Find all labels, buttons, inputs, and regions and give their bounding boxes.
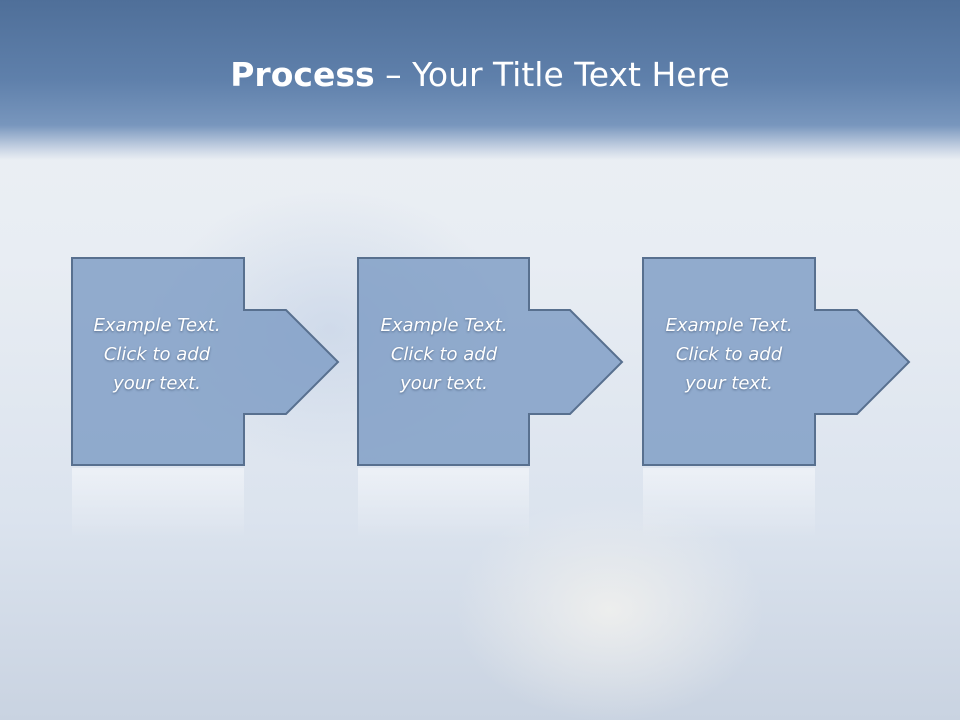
step-1-reflection — [72, 468, 244, 540]
step-3-line-3: your text. — [685, 373, 773, 394]
step-3-arrow-shape — [642, 257, 911, 466]
process-step-3[interactable] — [642, 257, 911, 540]
step-1-text[interactable]: Example Text. Click to add your text. — [72, 311, 242, 398]
slide-title[interactable]: Process – Your Title Text Here — [0, 54, 960, 96]
title-rest: – Your Title Text Here — [385, 55, 730, 94]
step-2-line-3: your text. — [400, 373, 488, 394]
title-band — [0, 0, 960, 160]
title-bold: Process — [230, 55, 375, 94]
step-2-reflection — [358, 468, 529, 540]
step-1-arrow-shape — [71, 257, 340, 466]
step-3-reflection — [643, 468, 815, 540]
step-2-line-2: Click to add — [390, 344, 498, 365]
step-1-line-1: Example Text. — [93, 315, 221, 336]
step-1-line-3: your text. — [113, 373, 201, 394]
step-2-line-1: Example Text. — [380, 315, 508, 336]
process-step-1[interactable] — [71, 257, 340, 540]
step-1-line-2: Click to add — [103, 344, 211, 365]
step-2-text[interactable]: Example Text. Click to add your text. — [359, 311, 529, 398]
step-2-arrow-shape — [357, 257, 624, 466]
step-3-line-2: Click to add — [675, 344, 783, 365]
process-step-2[interactable] — [357, 257, 624, 540]
step-3-line-1: Example Text. — [665, 315, 793, 336]
step-3-text[interactable]: Example Text. Click to add your text. — [644, 311, 814, 398]
